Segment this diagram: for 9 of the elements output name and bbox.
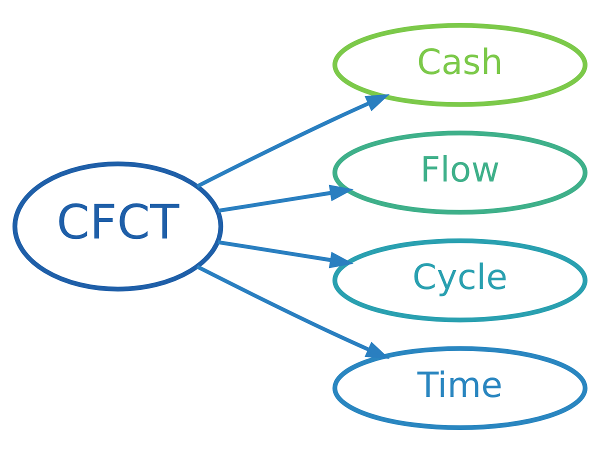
node-ellipse: Cycle: [332, 238, 588, 322]
arrow: [196, 264, 390, 359]
arrow: [196, 94, 390, 188]
node-ellipse: Time: [332, 346, 588, 430]
node-ellipse: Flow: [332, 130, 588, 215]
arrow: [218, 240, 354, 268]
node-ellipse: Cash: [332, 22, 588, 107]
arrow: [218, 184, 354, 213]
node-ellipse: CFCT: [12, 162, 224, 292]
